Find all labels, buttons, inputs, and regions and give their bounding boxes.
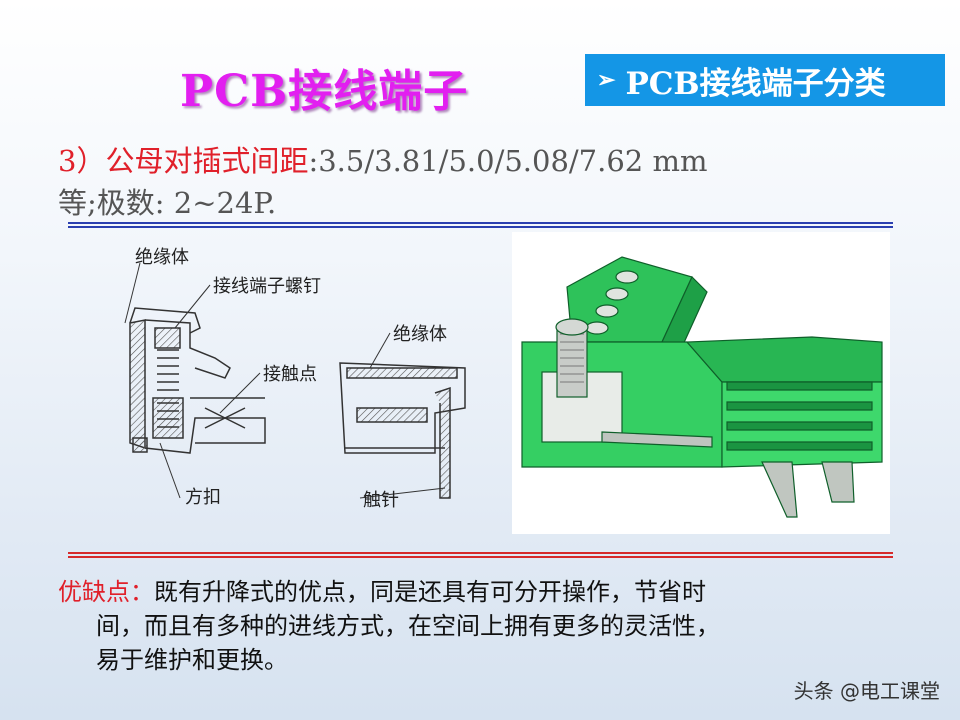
spec-values: :3.5/3.81/5.0/5.08/7.62 mm: [308, 144, 708, 178]
label-pin: 触针: [363, 490, 399, 511]
right-connector-drawing: [339, 362, 466, 499]
pros-label: 优缺点：: [58, 578, 154, 606]
bottom-divider: [68, 552, 893, 558]
watermark: 头条 @电工课堂: [793, 679, 940, 703]
label-screw: 接线端子螺钉: [213, 276, 321, 297]
label-insulator-left: 绝缘体: [135, 247, 189, 268]
category-badge: ➢ PCB接线端子分类: [585, 54, 945, 106]
arrow-icon: ➢: [597, 67, 616, 93]
pros-text-2: 间，而且有多种的进线方式，在空间上拥有更多的灵活性，: [96, 612, 720, 640]
spec-prefix: 3）公母对插式间距: [58, 144, 309, 178]
label-clip: 方扣: [185, 487, 221, 508]
pros-text-3: 易于维护和更换。: [96, 646, 288, 674]
badge-text: PCB接线端子分类: [625, 65, 886, 102]
pros-text-1: 既有升降式的优点，同是还具有可分开操作，节省时: [154, 578, 706, 606]
spec-text: 3）公母对插式间距:3.5/3.81/5.0/5.08/7.62 mm 等;极数…: [58, 140, 918, 224]
page-title: PCB接线端子: [180, 66, 469, 117]
spec-line2: 等;极数: 2~24P.: [58, 186, 277, 220]
label-insulator-right: 绝缘体: [393, 324, 447, 345]
connector-illustration: [512, 232, 890, 534]
cross-section-diagram: 绝缘体 接线端子螺钉 接触点 方扣 绝缘体 触针: [124, 247, 466, 511]
left-connector-drawing: [129, 307, 266, 454]
pros-cons-text: 优缺点：既有升降式的优点，同是还具有可分开操作，节省时 间，而且有多种的进线方式…: [58, 575, 948, 677]
label-contact: 接触点: [263, 364, 317, 385]
green-connector-body: [521, 256, 883, 518]
top-divider: [68, 222, 893, 228]
